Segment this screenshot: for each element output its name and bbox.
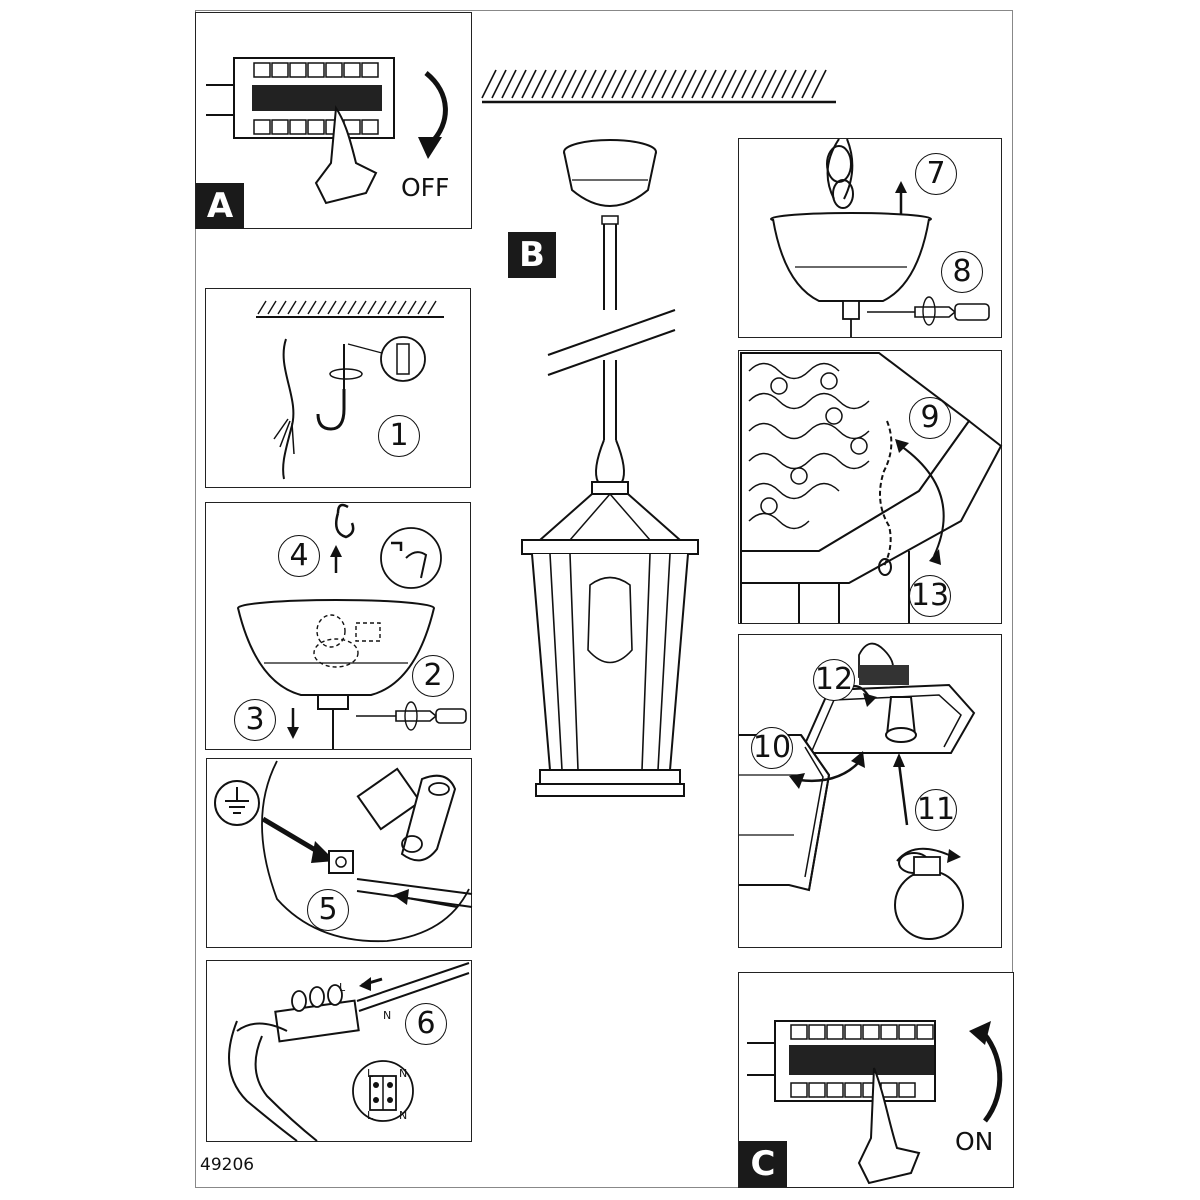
sheet-frame [195, 10, 1013, 1188]
step-3-marker: 3 [234, 699, 276, 741]
badge-a: A [196, 183, 244, 229]
inset-label-n-top: N [399, 1067, 408, 1080]
step-4-marker: 4 [278, 535, 320, 577]
wire-label-neutral: N [383, 1009, 392, 1022]
panel-step-6-terminal: 6 L N L N L N [206, 960, 472, 1142]
switch-on-label: ON [955, 1127, 994, 1156]
step-10-marker: 10 [751, 727, 793, 769]
chain-hook-illustration [740, 352, 1003, 623]
breaker-off-illustration [206, 57, 448, 205]
switch-off-label: OFF [401, 173, 450, 202]
inset-label-n-bottom: N [399, 1109, 408, 1122]
panel-switch-off: A OFF [195, 12, 472, 229]
step-1-marker: 1 [378, 415, 420, 457]
wire-label-live: L [339, 981, 346, 994]
ceiling-hatch [481, 69, 836, 104]
panel-steps-9-13-chain: 9 13 [738, 350, 1003, 624]
badge-c: C [739, 1141, 787, 1187]
panel-steps-7-8-canopy: 7 8 [738, 138, 1002, 338]
badge-b: B [508, 232, 556, 278]
step-9-marker: 9 [909, 397, 951, 439]
panel-step-5-earth: 5 [206, 758, 473, 948]
inset-label-l-bottom: L [367, 1109, 374, 1122]
step-12-marker: 12 [813, 659, 855, 701]
canopy-fix-illustration [770, 139, 990, 337]
step-11-marker: 11 [915, 789, 957, 831]
lantern-illustration [521, 139, 699, 797]
panel-switch-on: C ON [738, 972, 1014, 1188]
panel-steps-2-3-4-canopy: 4 2 3 [205, 502, 471, 750]
step-6-marker: 6 [405, 1003, 447, 1045]
bulb-install-illustration [739, 642, 976, 940]
step-8-marker: 8 [941, 251, 983, 293]
panel-step-1-hook: 1 [205, 288, 471, 488]
step-2-marker: 2 [412, 655, 454, 697]
product-code: 49206 [200, 1155, 255, 1175]
terminal-block-illustration [228, 962, 470, 1142]
earth-connection-illustration [214, 760, 473, 943]
breaker-on-illustration [747, 1020, 1003, 1185]
step-5-marker: 5 [307, 889, 349, 931]
step-7-marker: 7 [915, 153, 957, 195]
hook-illustration [256, 300, 444, 480]
panel-steps-10-11-12-bulb: 12 10 11 [738, 634, 1002, 948]
step-13-marker: 13 [909, 575, 951, 617]
inset-label-l-top: L [367, 1067, 374, 1080]
canopy-detach-illustration [237, 503, 467, 749]
